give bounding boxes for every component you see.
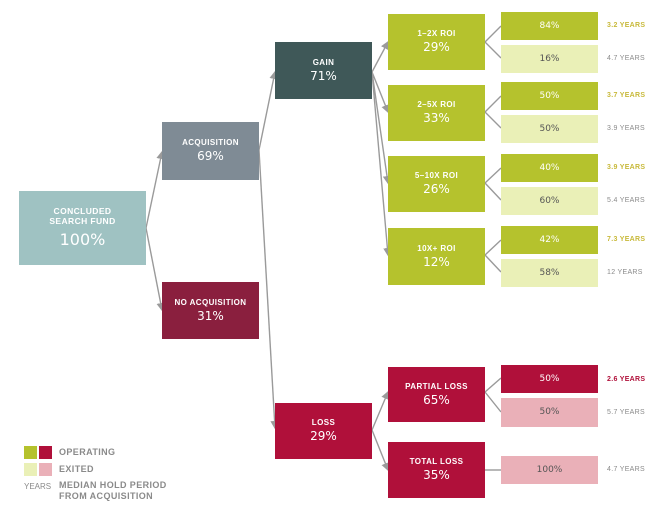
leaf-roi1-exited: 16% [501,45,598,73]
leaf-partial-loss-exited: 50% [501,398,598,427]
leaf-partial-loss-operating: 50% [501,365,598,393]
leaf-percent: 50% [539,123,560,134]
node-percent: 100% [59,229,106,249]
node-total-loss: TOTAL LOSS 35% [388,442,485,498]
leaf-roi3-operating: 40% [501,154,598,182]
node-percent: 71% [310,68,337,83]
legend-swatch-operating-loss [39,446,52,459]
node-label: 1–2X ROI [417,29,456,38]
node-label: NO ACQUISITION [174,297,247,307]
node-label: 2–5X ROI [417,100,456,109]
leaf-percent: 42% [539,234,560,245]
leaf-roi2-operating: 50% [501,82,598,110]
hold-years-roi4-operating: 7.3 YEARS [607,236,646,243]
hold-years-roi3-exited: 5.4 YEARS [607,197,645,204]
connector-roi2-split [484,95,502,129]
connector-gain-roi1 [371,40,389,73]
node-percent: 29% [423,40,450,55]
node-percent: 31% [197,308,224,323]
node-label: PARTIAL LOSS [405,381,468,391]
hold-years-roi2-operating: 3.7 YEARS [607,92,646,99]
leaf-roi4-operating: 42% [501,226,598,254]
leaf-roi2-exited: 50% [501,115,598,143]
connector-loss-total [371,429,390,472]
leaf-percent: 40% [539,162,560,173]
node-gain: GAIN 71% [275,42,372,99]
legend-label-hold-period-line1: MEDIAN HOLD PERIOD [59,480,167,490]
leaf-roi1-operating: 84% [501,12,598,40]
legend-years-word: YEARS [24,482,52,491]
connector-roi3-split [484,167,502,201]
connector-loss-partial [371,390,390,431]
node-percent: 35% [423,468,450,483]
legend-label-hold-period-line2: FROM ACQUISITION [59,491,154,501]
node-label: LOSS [311,418,336,427]
node-loss: LOSS 29% [275,403,372,459]
leaf-percent: 50% [539,407,560,418]
node-label: TOTAL LOSS [409,457,464,466]
connector-roi1-split [484,25,502,59]
hold-years-total-loss-exited: 4.7 YEARS [607,466,645,473]
legend-swatch-operating-gain [24,446,37,459]
leaf-percent: 50% [539,90,560,101]
connector-partial-split [484,377,502,413]
node-no-acquisition: NO ACQUISITION 31% [162,282,259,339]
leaf-total-loss-exited: 100% [501,456,598,484]
leaf-percent: 100% [536,464,563,475]
node-percent: 69% [197,149,224,164]
node-partial-loss: PARTIAL LOSS 65% [388,367,485,422]
node-label: SEARCH FUND [49,215,116,226]
hold-years-partial-loss-operating: 2.6 YEARS [607,376,646,383]
leaf-percent: 58% [539,267,560,278]
connector-root-acquisition [145,150,165,229]
leaf-roi4-exited: 58% [501,259,598,287]
connector-acq-loss [258,149,279,430]
node-roi-5-10x: 5–10X ROI 26% [388,156,485,212]
node-label: ACQUISITION [182,138,239,147]
node-label: CONCLUDED [53,206,112,217]
node-label: GAIN [312,57,335,67]
connector-root-noacq [145,227,165,312]
hold-years-roi1-exited: 4.7 YEARS [607,55,645,62]
leaf-percent: 16% [539,53,560,64]
legend-swatch-exited-gain [24,463,37,476]
node-roi-1-2x: 1–2X ROI 29% [388,14,485,70]
legend: OPERATING EXITED YEARS MEDIAN HOLD PERIO… [22,444,242,504]
legend-label-operating: OPERATING [59,447,116,457]
leaf-percent: 84% [539,20,560,31]
connector-roi4-split [484,239,502,273]
node-percent: 29% [310,429,337,444]
node-concluded-search-fund: CONCLUDED SEARCH FUND 100% [19,191,146,265]
node-label: 5–10X ROI [414,171,459,180]
node-label: 10X+ ROI [417,243,456,253]
legend-label-exited: EXITED [59,464,94,474]
legend-swatch-exited-loss [39,463,52,476]
leaf-percent: 50% [539,373,560,384]
connector-gain-roi4 [371,71,392,257]
connector-gain-roi3 [371,71,392,185]
hold-years-roi4-exited: 12 YEARS [607,269,643,276]
hold-years-roi1-operating: 3.2 YEARS [607,22,646,29]
hold-years-partial-loss-exited: 5.7 YEARS [607,409,645,416]
node-roi-10x-plus: 10X+ ROI 12% [388,228,485,285]
connector-acq-gain [258,70,278,151]
hold-years-roi3-operating: 3.9 YEARS [607,164,646,171]
leaf-percent: 60% [539,195,560,206]
node-percent: 65% [423,392,450,407]
node-roi-2-5x: 2–5X ROI 33% [388,85,485,141]
connector-gain-roi2 [371,71,390,114]
node-percent: 26% [423,182,450,197]
leaf-roi3-exited: 60% [501,187,598,215]
node-percent: 12% [423,254,450,269]
node-acquisition: ACQUISITION 69% [162,122,259,180]
node-percent: 33% [423,111,450,126]
hold-years-roi2-exited: 3.9 YEARS [607,125,645,132]
